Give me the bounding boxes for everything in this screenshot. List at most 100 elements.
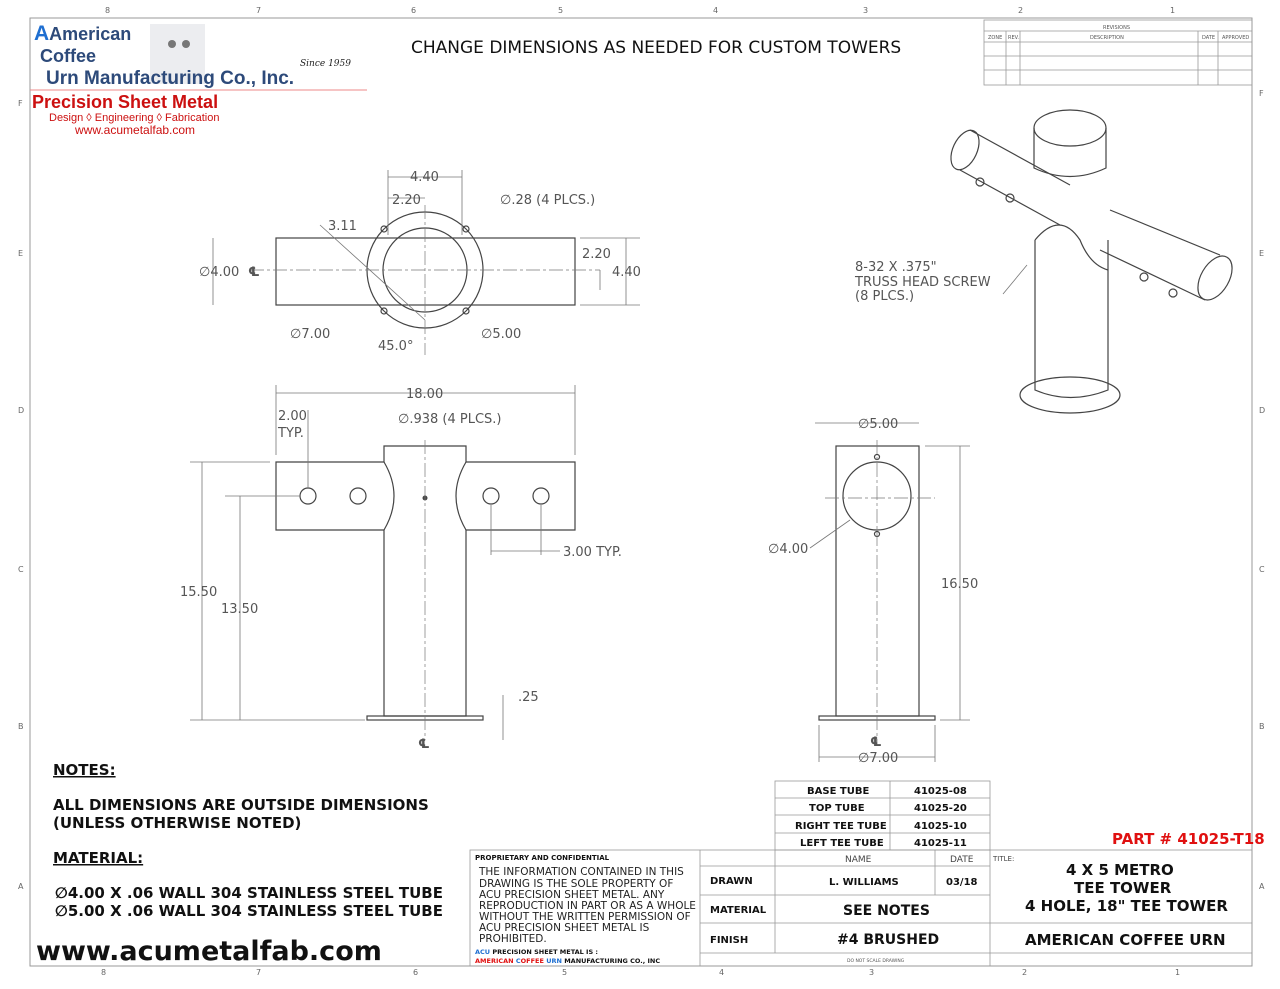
svg-text:A: A xyxy=(1259,882,1265,891)
svg-text:41025-10: 41025-10 xyxy=(914,821,967,832)
svg-text:3: 3 xyxy=(863,6,868,15)
svg-text:F: F xyxy=(18,99,23,108)
svg-text:www.acumetalfab.com: www.acumetalfab.com xyxy=(36,936,382,967)
svg-text:SEE NOTES: SEE NOTES xyxy=(843,903,930,919)
svg-text:TEE TOWER: TEE TOWER xyxy=(1074,879,1172,897)
svg-text:NOTES:: NOTES: xyxy=(53,761,116,779)
front-view: 18.00 2.00 TYP. ∅.938 (4 PLCS.) 3.00 TYP… xyxy=(180,385,622,752)
svg-text:3.00 TYP.: 3.00 TYP. xyxy=(563,545,622,560)
svg-text:2.00: 2.00 xyxy=(278,409,307,424)
revisions-table: REVISIONS ZONE REV. DESCRIPTION DATE APPRO… xyxy=(983,19,1253,86)
svg-text:2.20: 2.20 xyxy=(392,193,421,208)
svg-text:41025-20: 41025-20 xyxy=(914,803,967,814)
svg-text:B: B xyxy=(1259,722,1265,731)
svg-text:4 HOLE, 18" TEE TOWER: 4 HOLE, 18" TEE TOWER xyxy=(1025,897,1228,915)
svg-text:#4 BRUSHED: #4 BRUSHED xyxy=(837,932,939,948)
svg-text:8-32 X .375": 8-32 X .375" xyxy=(855,260,937,275)
svg-text:PROHIBITED.: PROHIBITED. xyxy=(479,933,547,945)
svg-text:41025-08: 41025-08 xyxy=(914,786,967,797)
svg-text:5: 5 xyxy=(562,968,567,977)
svg-text:REPRODUCTION IN PART OR AS A W: REPRODUCTION IN PART OR AS A WHOLE xyxy=(479,900,696,912)
svg-text:MATERIAL:: MATERIAL: xyxy=(53,849,143,867)
svg-text:16.50: 16.50 xyxy=(941,577,978,592)
svg-text:DATE: DATE xyxy=(950,855,974,865)
svg-text:18.00: 18.00 xyxy=(406,387,443,402)
svg-text:4.40: 4.40 xyxy=(612,265,641,280)
svg-text:DATE: DATE xyxy=(1202,35,1215,41)
svg-text:2: 2 xyxy=(1018,6,1023,15)
svg-text:ACU PRECISION SHEET METAL. AN: ACU PRECISION SHEET METAL. ANY xyxy=(479,889,665,901)
svg-text:Design ◊ Engineering ◊ Fabrica: Design ◊ Engineering ◊ Fabrication xyxy=(49,112,219,124)
svg-text:L. WILLIAMS: L. WILLIAMS xyxy=(829,877,899,888)
svg-text:AAmerican: AAmerican xyxy=(34,22,131,45)
svg-text:∅7.00: ∅7.00 xyxy=(290,327,330,342)
svg-text:4 X 5 METRO: 4 X 5 METRO xyxy=(1066,861,1174,879)
svg-text:8: 8 xyxy=(105,6,110,15)
svg-text:8: 8 xyxy=(101,968,106,977)
svg-text:℄: ℄ xyxy=(248,265,260,280)
urn-image xyxy=(150,24,205,84)
svg-text:∅5.00: ∅5.00 xyxy=(481,327,521,342)
svg-text:www.acumetalfab.com: www.acumetalfab.com xyxy=(74,123,195,137)
svg-text:BASE TUBE: BASE TUBE xyxy=(807,786,869,797)
svg-text:(UNLESS OTHERWISE NOTED): (UNLESS OTHERWISE NOTED) xyxy=(53,814,301,832)
svg-text:6: 6 xyxy=(413,968,418,977)
svg-text:15.50: 15.50 xyxy=(180,585,217,600)
svg-text:Since 1959: Since 1959 xyxy=(300,59,351,69)
company-logo: AAmerican Coffee Urn Manufacturing Co., … xyxy=(30,22,367,137)
svg-text:∅.938 (4 PLCS.): ∅.938 (4 PLCS.) xyxy=(398,412,502,427)
part-number: PART # 41025-T18 xyxy=(1112,830,1265,848)
svg-text:RIGHT TEE TUBE: RIGHT TEE TUBE xyxy=(795,821,887,832)
svg-text:TRUSS HEAD SCREW: TRUSS HEAD SCREW xyxy=(854,275,991,290)
svg-text:℄: ℄ xyxy=(418,737,430,752)
drawing-title: CHANGE DIMENSIONS AS NEEDED FOR CUSTOM T… xyxy=(411,38,901,58)
svg-text:FINISH: FINISH xyxy=(710,935,748,946)
svg-text:2: 2 xyxy=(1022,968,1027,977)
svg-text:3: 3 xyxy=(869,968,874,977)
notes-section: NOTES: ALL DIMENSIONS ARE OUTSIDE DIMENS… xyxy=(36,761,443,967)
svg-text:7: 7 xyxy=(256,968,261,977)
svg-text:F: F xyxy=(1259,89,1264,98)
svg-text:13.50: 13.50 xyxy=(221,602,258,617)
svg-text:3.11: 3.11 xyxy=(328,219,357,234)
svg-text:E: E xyxy=(1259,249,1264,258)
svg-text:∅5.00: ∅5.00 xyxy=(858,417,898,432)
svg-text:2.20: 2.20 xyxy=(582,247,611,262)
svg-text:ACU PRECISION SHEET METAL IS: ACU PRECISION SHEET METAL IS xyxy=(479,922,650,934)
svg-text:D: D xyxy=(1259,406,1265,415)
svg-text:℄: ℄ xyxy=(870,735,882,750)
svg-text:TOP TUBE: TOP TUBE xyxy=(809,803,865,814)
svg-text:REV.: REV. xyxy=(1008,35,1019,41)
svg-text:Coffee: Coffee xyxy=(40,46,96,66)
svg-text:DESCRIPTION: DESCRIPTION xyxy=(1090,35,1124,41)
svg-text:PROPRIETARY AND CONFIDENTIAL: PROPRIETARY AND CONFIDENTIAL xyxy=(475,854,610,862)
svg-text:∅4.00: ∅4.00 xyxy=(768,542,808,557)
svg-text:03/18: 03/18 xyxy=(946,877,978,888)
svg-text:DRAWING IS THE SOLE PROPERTY O: DRAWING IS THE SOLE PROPERTY OF xyxy=(479,878,673,890)
svg-text:C: C xyxy=(18,565,24,574)
svg-text:ALL DIMENSIONS ARE OUTSIDE DIM: ALL DIMENSIONS ARE OUTSIDE DIMENSIONS xyxy=(53,796,429,814)
svg-text:∅5.00 X .06 WALL 304 STAINLESS: ∅5.00 X .06 WALL 304 STAINLESS STEEL TUB… xyxy=(55,902,443,920)
svg-text:(8 PLCS.): (8 PLCS.) xyxy=(855,289,914,304)
svg-text:NAME: NAME xyxy=(845,855,872,865)
svg-text:7: 7 xyxy=(256,6,261,15)
svg-text:WITHOUT THE WRITTEN PERMISSION: WITHOUT THE WRITTEN PERMISSION OF xyxy=(479,911,691,923)
svg-text:LEFT TEE TUBE: LEFT TEE TUBE xyxy=(800,838,884,849)
svg-text:ACU PRECISION SHEET METAL IS :: ACU PRECISION SHEET METAL IS : xyxy=(475,948,598,956)
svg-text:REVISIONS: REVISIONS xyxy=(1103,25,1130,31)
svg-text:ZONE: ZONE xyxy=(988,35,1002,41)
svg-text:DRAWN: DRAWN xyxy=(710,876,753,887)
svg-text:4.40: 4.40 xyxy=(410,170,439,185)
svg-text:AMERICAN COFFEE URN: AMERICAN COFFEE URN xyxy=(1025,931,1226,949)
svg-text:1: 1 xyxy=(1170,6,1175,15)
svg-text:1: 1 xyxy=(1175,968,1180,977)
svg-text:Precision Sheet Metal: Precision Sheet Metal xyxy=(32,92,218,112)
svg-text:5: 5 xyxy=(558,6,563,15)
parts-table: BASE TUBE 41025-08 TOP TUBE 41025-20 RIGHT… xyxy=(774,780,991,851)
svg-text:4: 4 xyxy=(719,968,724,977)
svg-text:∅4.00: ∅4.00 xyxy=(199,265,239,280)
svg-text:APPROVED: APPROVED xyxy=(1222,35,1249,41)
svg-text:AMERICAN COFFEE URN MANUFACTUR: AMERICAN COFFEE URN MANUFACTURING CO., I… xyxy=(475,957,660,965)
